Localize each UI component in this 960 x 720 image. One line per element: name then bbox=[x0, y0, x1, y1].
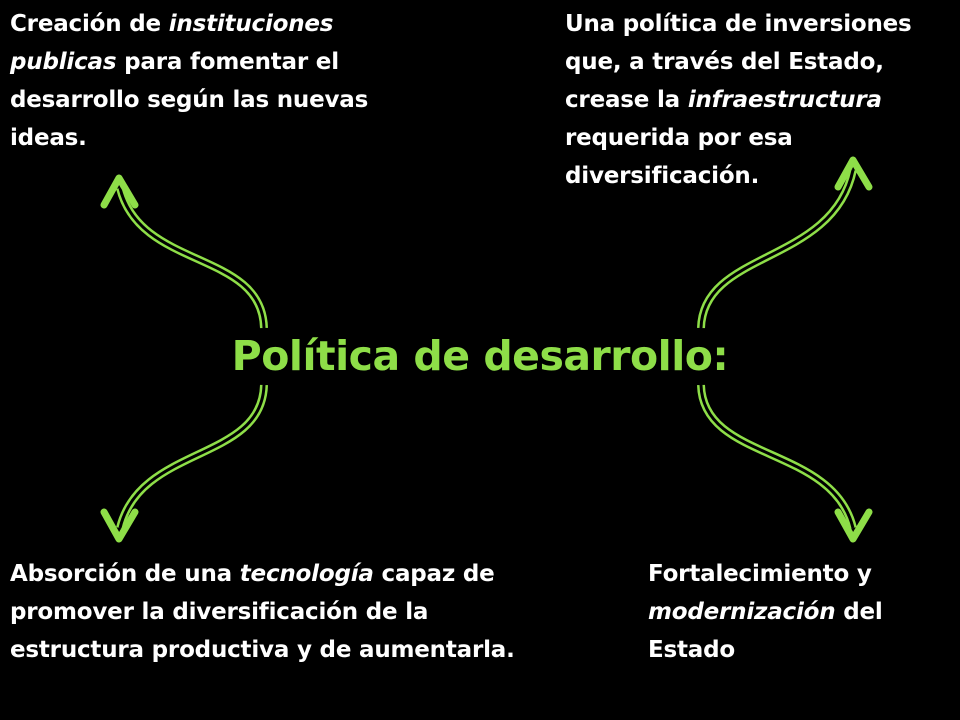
branch-top-left-text: Creación de instituciones publicas para … bbox=[10, 5, 410, 157]
branch-top-right-text: Una política de inversiones que, a travé… bbox=[565, 5, 955, 195]
emphasis-text: infraestructura bbox=[687, 87, 882, 113]
arrow-top-left bbox=[100, 174, 268, 329]
arrow-top-left-inner bbox=[118, 187, 266, 329]
text-run: Creación de bbox=[10, 11, 169, 37]
emphasis-text: modernización bbox=[648, 599, 836, 625]
arrow-top-right bbox=[697, 156, 873, 329]
text-run: capaz de promover la diversificación de … bbox=[10, 561, 515, 663]
text-run: requerida por esa diversificación. bbox=[565, 125, 793, 189]
arrow-bottom-right-head bbox=[834, 508, 873, 543]
text-run: Fortalecimiento y bbox=[648, 561, 872, 587]
branch-bottom-right-text: Fortalecimiento y modernización del Esta… bbox=[648, 555, 938, 669]
arrow-bottom-left-inner bbox=[118, 384, 266, 529]
arrow-top-right-head bbox=[834, 156, 873, 191]
arrow-bottom-right bbox=[697, 384, 873, 543]
arrow-top-right-outer bbox=[697, 169, 857, 329]
branch-bottom-left-text: Absorción de una tecnología capaz de pro… bbox=[10, 555, 530, 669]
arrow-bottom-left bbox=[100, 384, 268, 543]
text-run: para fomentar el desarrollo según las nu… bbox=[10, 49, 369, 151]
arrow-top-right-inner bbox=[699, 169, 855, 329]
text-run: Una política de inversiones que, a travé… bbox=[565, 11, 912, 113]
arrow-top-left-head bbox=[100, 174, 139, 209]
emphasis-text: instituciones publicas bbox=[10, 11, 334, 75]
text-run: del Estado bbox=[648, 599, 883, 663]
emphasis-text: tecnología bbox=[239, 561, 374, 587]
arrow-bottom-left-head bbox=[100, 508, 139, 543]
text-run: Absorción de una bbox=[10, 561, 240, 587]
center-title: Política de desarrollo: bbox=[231, 332, 729, 380]
arrow-bottom-right-inner bbox=[699, 384, 855, 529]
